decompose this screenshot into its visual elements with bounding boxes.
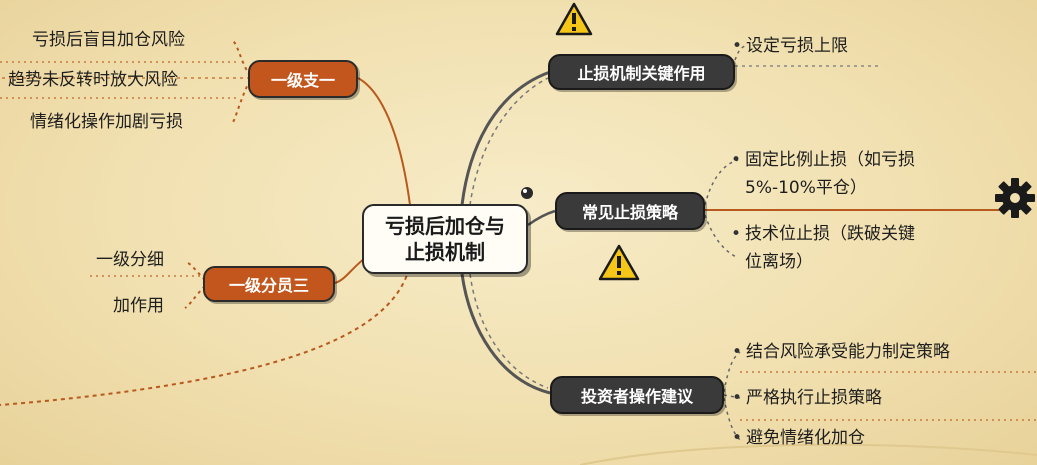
leaf-right-3-2[interactable]: 严格执行止损策略: [732, 388, 882, 408]
branch-right-2-label: 常见止损策略: [581, 203, 678, 222]
branch-right-1[interactable]: 止损机制关键作用: [548, 54, 735, 90]
branch-right-3[interactable]: 投资者操作建议: [550, 376, 724, 414]
branch-right-3-label: 投资者操作建议: [580, 387, 693, 406]
branch-right-2[interactable]: 常见止损策略: [555, 192, 705, 230]
central-topic-line2: 止损机制: [405, 240, 485, 264]
leaf-right-1-1[interactable]: 设定亏损上限: [732, 36, 848, 56]
eye-icon: [521, 187, 533, 199]
leaf-left-2-1[interactable]: 一级分细: [96, 250, 164, 270]
leaf-right-2-1-line1[interactable]: 固定比例止损（如亏损: [731, 150, 915, 170]
branch-left-2[interactable]: 一级分员三: [203, 266, 335, 302]
leaf-right-2-2-line1[interactable]: 技术位止损（跌破关键: [731, 224, 915, 244]
leaf-right-2-1-line2[interactable]: 5%-10%平仓）: [745, 178, 867, 198]
leaf-right-3-3[interactable]: 避免情绪化加仓: [732, 428, 865, 448]
leaf-left-1-2[interactable]: 趋势未反转时放大风险: [8, 70, 178, 90]
gear-icon: [995, 178, 1035, 218]
branch-right-1-label: 止损机制关键作用: [577, 64, 706, 83]
central-topic-line1: 亏损后加仓与: [385, 214, 505, 238]
leaf-left-2-2[interactable]: 加作用: [113, 296, 164, 316]
warning-icon: [555, 2, 593, 36]
branch-left-1-label: 一级支一: [270, 71, 335, 90]
leaf-left-1-1[interactable]: 亏损后盲目加仓风险: [32, 30, 185, 50]
central-topic[interactable]: 亏损后加仓与 止损机制: [362, 204, 528, 274]
leaf-right-3-1[interactable]: 结合风险承受能力制定策略: [732, 342, 950, 362]
branch-left-2-label: 一级分员三: [228, 276, 309, 295]
warning-icon: [598, 244, 640, 281]
leaf-left-1-3[interactable]: 情绪化操作加剧亏损: [30, 112, 183, 132]
branch-left-1[interactable]: 一级支一: [248, 60, 358, 98]
leaf-right-2-2-line2[interactable]: 位离场）: [745, 252, 813, 272]
